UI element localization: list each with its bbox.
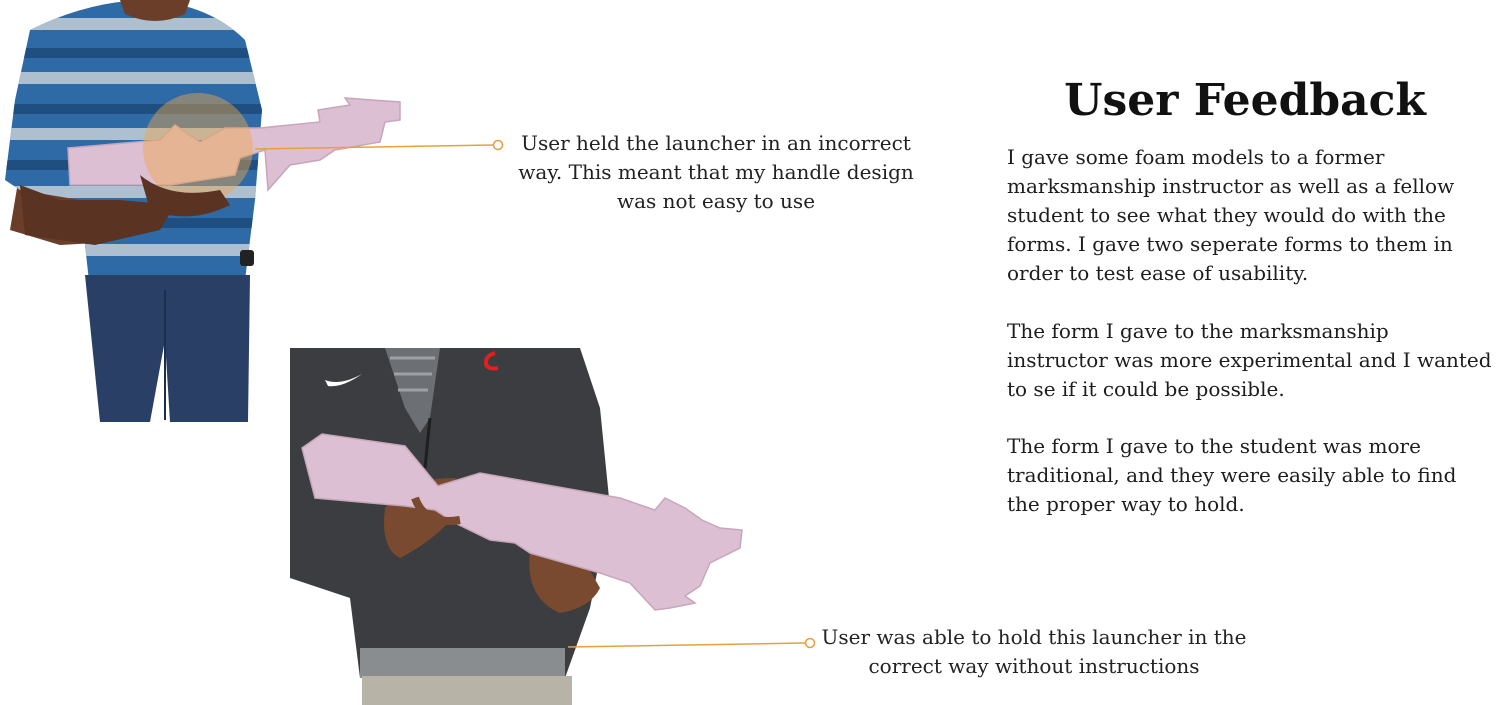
feedback-paragraph-instructor: The form I gave to the marksmanship inst… xyxy=(1007,319,1492,401)
photo-incorrect-grip xyxy=(0,0,405,422)
photo-correct-grip xyxy=(290,348,745,705)
callout-caption-correct-grip: User was able to hold this launcher in t… xyxy=(821,625,1247,678)
feedback-paragraph-intro: I gave some foam models to a former mark… xyxy=(1007,145,1455,285)
callout-caption-incorrect-grip: User held the launcher in an incorrect w… xyxy=(518,131,914,213)
callout-dot-2 xyxy=(804,637,816,649)
feedback-paragraph-student: The form I gave to the student was more … xyxy=(1007,434,1457,516)
page-title: User Feedback xyxy=(1064,75,1426,126)
